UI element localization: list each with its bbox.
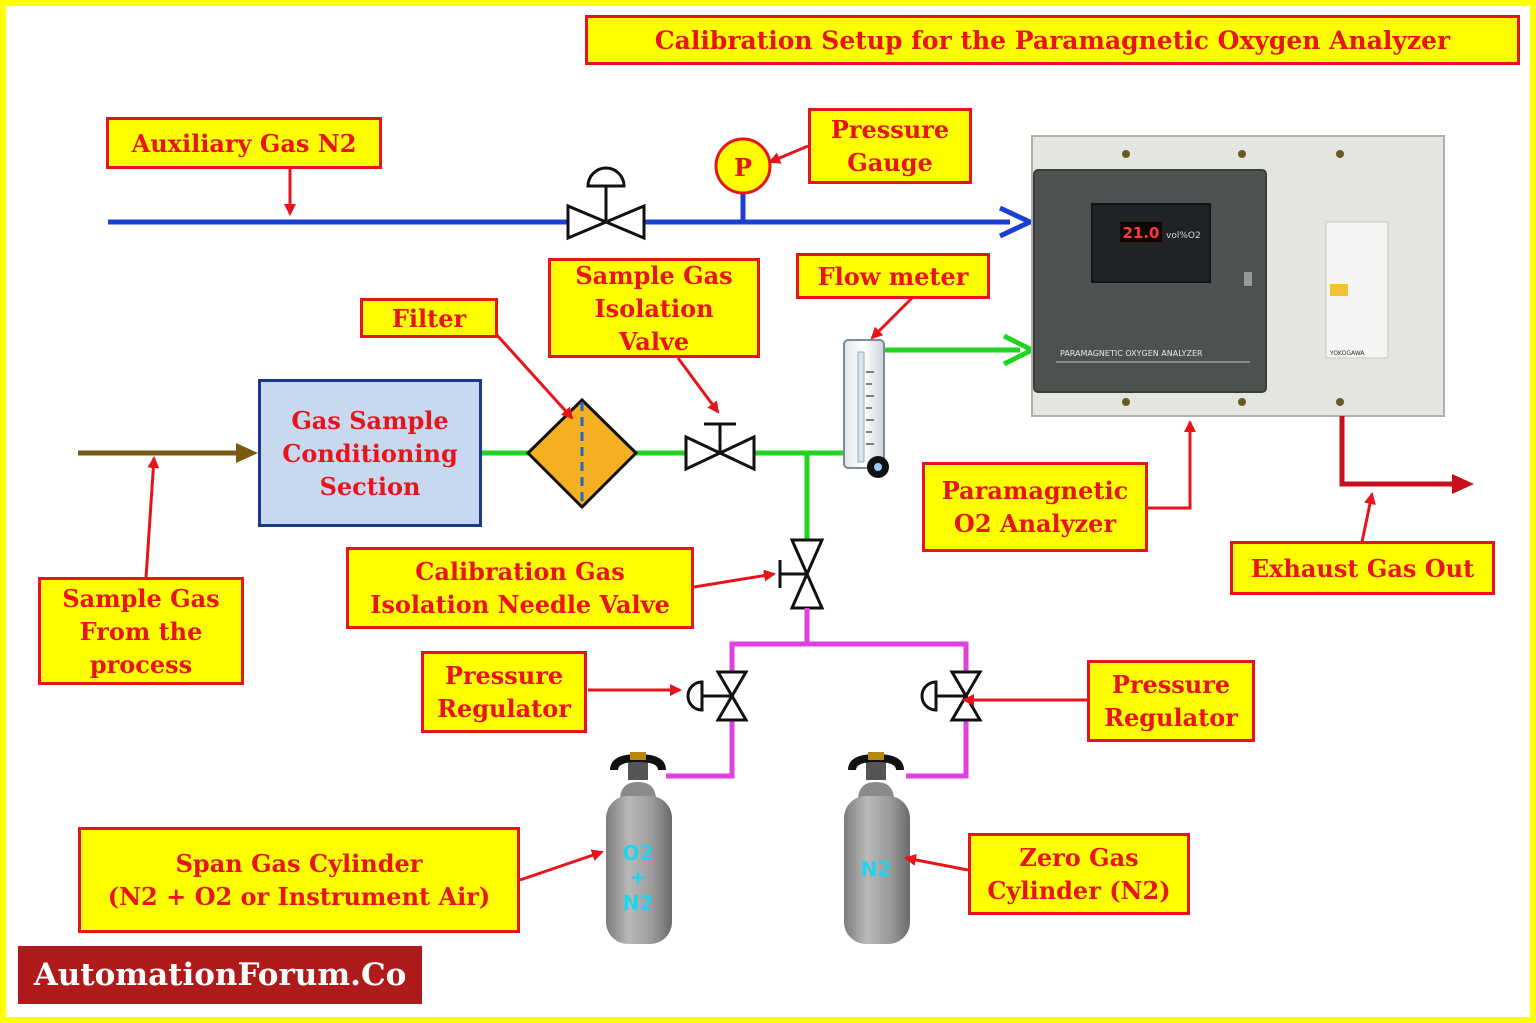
- gas-section-line-2: Conditioning: [282, 438, 458, 468]
- label-pressure-gauge-line-1: Pressure: [830, 115, 950, 144]
- gas-section-line-1: Gas Sample: [291, 405, 449, 435]
- span-cylinder-text-1: O2: [623, 841, 654, 865]
- label-analyzer-line-1: Paramagnetic: [941, 476, 1129, 505]
- sample-isolation-valve: [684, 422, 756, 472]
- calibration-needle-valve: [778, 538, 825, 610]
- label-filter: Filter: [360, 298, 498, 338]
- label-sample-isolation-line-3: Valve: [618, 326, 690, 356]
- label-flow-meter-text: Flow meter: [817, 261, 969, 291]
- span-cylinder-text-2: +: [630, 865, 647, 889]
- pressure-gauge: P: [714, 137, 772, 195]
- label-span-line-1: Span Gas Cylinder: [175, 849, 423, 878]
- label-analyzer: Paramagnetic O2 Analyzer: [922, 462, 1148, 552]
- process-sample-line: [78, 443, 258, 463]
- label-calibration-line-2: Isolation Needle Valve: [370, 590, 670, 619]
- label-exhaust-gas: Exhaust Gas Out: [1230, 541, 1495, 595]
- diagram-title: Calibration Setup for the Paramagnetic O…: [585, 15, 1520, 65]
- label-zero-line-2: Cylinder (N2): [987, 876, 1171, 905]
- analyzer-brand: YOKOGAWA: [1329, 350, 1365, 357]
- span-gas-cylinder: O2 + N2: [606, 752, 672, 944]
- label-aux-gas-text: Auxiliary Gas N2: [131, 128, 357, 158]
- site-watermark-text: AutomationForum.Co: [33, 957, 407, 993]
- label-exhaust-text: Exhaust Gas Out: [1250, 553, 1475, 583]
- zero-gas-cylinder: N2: [844, 752, 910, 944]
- exhaust-line: [1339, 416, 1474, 494]
- label-sample-process-line-2: From the: [79, 616, 203, 646]
- oxygen-analyzer-unit: 21.0 vol%O2 PARAMAGNETIC OXYGEN ANALYZER…: [1031, 135, 1445, 417]
- span-cylinder-text-3: N2: [623, 891, 654, 915]
- label-calibration-needle-valve: Calibration Gas Isolation Needle Valve: [346, 547, 694, 629]
- label-regulator-left-line-1: Pressure: [444, 661, 564, 690]
- diagram-title-text: Calibration Setup for the Paramagnetic O…: [654, 25, 1451, 55]
- zero-cylinder-text: N2: [861, 857, 892, 881]
- pressure-regulator-right-symbol: [920, 670, 983, 722]
- analyzer-panel-name: PARAMAGNETIC OXYGEN ANALYZER: [1060, 349, 1203, 358]
- label-sample-process-line-3: process: [89, 649, 193, 679]
- sample-gas-line: [482, 333, 1038, 540]
- label-sample-process-line-1: Sample Gas: [62, 583, 220, 613]
- label-pressure-regulator-left: Pressure Regulator: [421, 651, 587, 733]
- analyzer-display-value: 21.0: [1122, 224, 1159, 242]
- label-aux-gas: Auxiliary Gas N2: [106, 117, 382, 169]
- label-flow-meter: Flow meter: [796, 253, 990, 299]
- label-sample-isolation-line-2: Isolation: [594, 293, 714, 323]
- label-regulator-right-line-1: Pressure: [1111, 670, 1231, 699]
- label-regulator-right-line-2: Regulator: [1104, 703, 1238, 732]
- analyzer-display-unit: vol%O2: [1166, 231, 1201, 241]
- label-analyzer-line-2: O2 Analyzer: [953, 509, 1117, 538]
- site-watermark-logo: AutomationForum.Co: [18, 946, 422, 1004]
- aux-gas-line: [108, 190, 1036, 239]
- callout-arrows: [144, 144, 1376, 882]
- label-sample-isolation-line-1: Sample Gas: [575, 260, 733, 290]
- pressure-regulator-left-symbol: [686, 670, 749, 722]
- label-pressure-gauge-line-2: Gauge: [847, 148, 933, 177]
- label-pressure-regulator-right: Pressure Regulator: [1087, 660, 1255, 742]
- label-calibration-line-1: Calibration Gas: [415, 557, 625, 586]
- gauge-symbol: P: [734, 153, 752, 182]
- label-sample-isolation-valve: Sample Gas Isolation Valve: [548, 258, 760, 358]
- label-pressure-gauge: Pressure Gauge: [808, 108, 972, 184]
- flow-meter: [843, 339, 889, 478]
- aux-control-valve: [566, 166, 646, 241]
- calibration-gas-line: [666, 608, 969, 779]
- label-zero-line-1: Zero Gas: [1019, 843, 1139, 872]
- label-regulator-left-line-2: Regulator: [437, 694, 571, 723]
- label-span-gas-cylinder: Span Gas Cylinder (N2 + O2 or Instrument…: [78, 827, 520, 933]
- gas-sample-conditioning-section: Gas Sample Conditioning Section: [258, 379, 482, 527]
- label-sample-gas-from-process: Sample Gas From the process: [38, 577, 244, 685]
- label-zero-gas-cylinder: Zero Gas Cylinder (N2): [968, 833, 1190, 915]
- filter: [525, 397, 639, 510]
- label-span-line-2: (N2 + O2 or Instrument Air): [107, 882, 491, 911]
- gas-section-line-3: Section: [319, 471, 421, 501]
- label-filter-text: Filter: [391, 303, 467, 333]
